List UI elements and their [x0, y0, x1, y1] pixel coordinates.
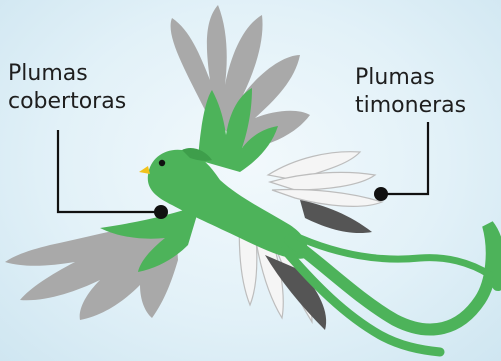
tail-streamers [285, 225, 499, 352]
eye [159, 160, 165, 166]
pointer-rectrices [374, 122, 428, 201]
pointer-dot-rectrices [374, 187, 388, 201]
label-plumas-cobertoras: Plumas cobertoras [8, 60, 126, 116]
label-rectrices-line1: Plumas [355, 64, 466, 92]
pointer-dot-coverts [154, 205, 168, 219]
label-plumas-timoneras: Plumas timoneras [355, 64, 466, 120]
beak [139, 166, 150, 174]
label-coverts-line2: cobertoras [8, 88, 126, 116]
label-rectrices-line2: timoneras [355, 92, 466, 120]
label-coverts-line1: Plumas [8, 60, 126, 88]
